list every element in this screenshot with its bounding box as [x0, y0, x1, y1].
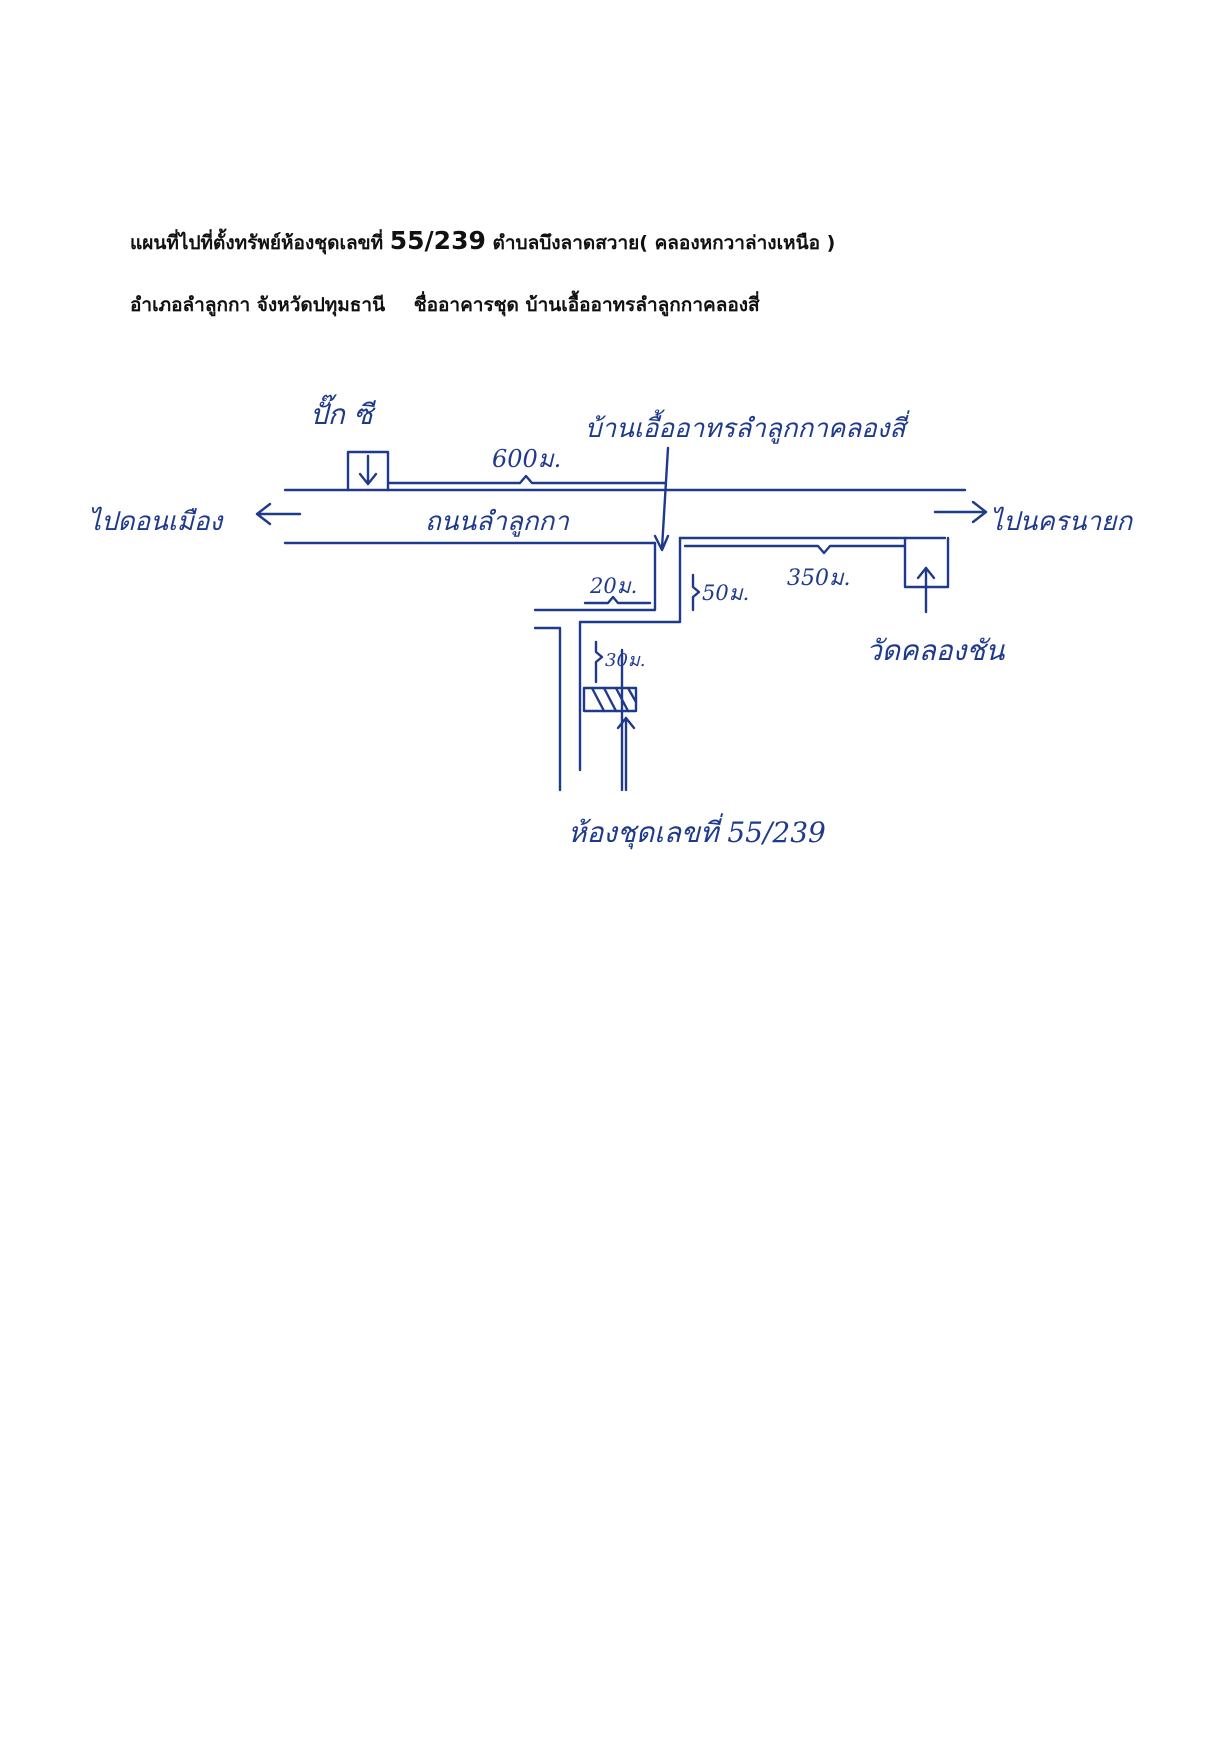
side-road-outer-edge: [533, 541, 657, 612]
title-prefix: แผนที่ไปที่ตั้งทรัพย์ห้องชุดเลขที่: [130, 232, 384, 254]
condo-unit-block: [582, 686, 638, 713]
side-road-inner-edge: [578, 536, 682, 772]
title-suffix: ตำบลบึงลาดสวาย( คลองหกวาล่างเหนือ ): [492, 232, 836, 254]
distance-350-label: 350ม.: [787, 566, 851, 591]
distance-20-label: 20ม.: [589, 574, 637, 598]
distance-600-label: 600ม.: [492, 445, 561, 473]
condo-unit-label: ห้องชุดเลขที่ 55/239: [568, 813, 826, 850]
distance-50-bracket: [691, 573, 701, 612]
district-province: อำเภอลำลูกกา จังหวัดปทุมธานี: [130, 294, 386, 316]
distance-600-bracket: [386, 474, 667, 485]
map-title-line-2: อำเภอลำลูกกา จังหวัดปทุมธานี ชื่ออาคารชุ…: [130, 290, 760, 320]
distance-350-bracket: [683, 544, 907, 555]
left-direction-arrow: [255, 502, 302, 526]
temple-label: วัดคลองชัน: [866, 634, 1005, 667]
distance-30-bracket: [594, 640, 604, 684]
main-road: [283, 488, 967, 545]
gas-station-label: ปั๊ก ซี: [310, 394, 377, 431]
right-direction-arrow: [933, 500, 988, 524]
unit-number: 55/239: [389, 226, 486, 255]
map-title-line-1: แผนที่ไปที่ตั้งทรัพย์ห้องชุดเลขที่ 55/23…: [130, 226, 835, 258]
lane-left-edge: [533, 626, 562, 792]
temple-marker: [903, 536, 950, 614]
distance-30-label: 30ม.: [605, 650, 646, 671]
gas-station-marker: [346, 450, 390, 492]
housing-project-label: บ้านเอื้ออาทรลำลูกกาคลองสี่: [585, 409, 910, 444]
road-name-label: ถนนลำลูกกา: [425, 507, 570, 537]
housing-project-pointer: [653, 446, 670, 552]
condo-unit-marker: [582, 686, 638, 792]
distance-20-bracket: [583, 595, 652, 605]
distance-50-label: 50ม.: [702, 581, 749, 605]
left-direction-label: ไปดอนเมือง: [88, 506, 224, 537]
side-road: [533, 536, 682, 792]
building-name: ชื่ออาคารชุด บ้านเอื้ออาทรลำลูกกาคลองสี่: [413, 294, 760, 316]
gas-station-box: [346, 450, 390, 492]
hatch-lines: [590, 686, 638, 713]
right-direction-label: ไปนครนายก: [990, 506, 1133, 537]
